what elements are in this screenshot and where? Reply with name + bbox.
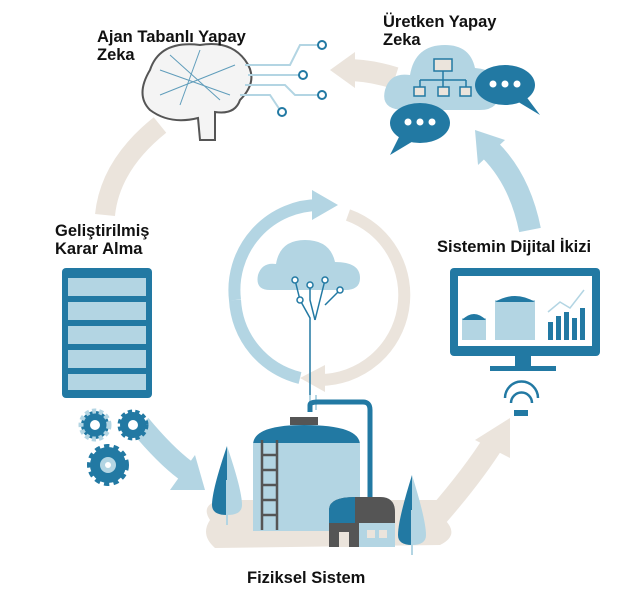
- monitor-digital-twin-icon: [450, 268, 600, 371]
- label-physical-system: Fiziksel Sistem: [247, 569, 366, 587]
- cycle-arrow-left: [95, 117, 167, 217]
- tree-icon: [212, 446, 242, 525]
- cycle-arrow-twin-to-generative: [475, 130, 541, 233]
- brain-icon: [141, 40, 327, 141]
- cycle-arrow-decision-to-physical: [131, 417, 205, 490]
- cloud-network-icon: [257, 240, 360, 400]
- chat-bubble-icon: [390, 103, 450, 155]
- central-cycle-arrows: [228, 190, 411, 392]
- wireless-signal-icon: [503, 380, 540, 416]
- chat-bubble-icon: [475, 65, 540, 115]
- label-agent-ai: Ajan Tabanlı Yapay Zeka: [97, 28, 246, 64]
- tree-icon: [398, 475, 426, 555]
- cycle-arrow-top: [330, 52, 399, 89]
- label-decision-making: Geliştirilmiş Karar Alma: [55, 222, 150, 258]
- server-rack-icon: [62, 268, 152, 398]
- label-generative-ai: Üretken Yapay Zeka: [383, 13, 497, 49]
- label-digital-twin: Sistemin Dijital İkizi: [437, 238, 592, 256]
- cloud-hierarchy-icon: [384, 45, 500, 110]
- gears-icon: [78, 408, 149, 486]
- factory-tank-icon: [206, 395, 452, 548]
